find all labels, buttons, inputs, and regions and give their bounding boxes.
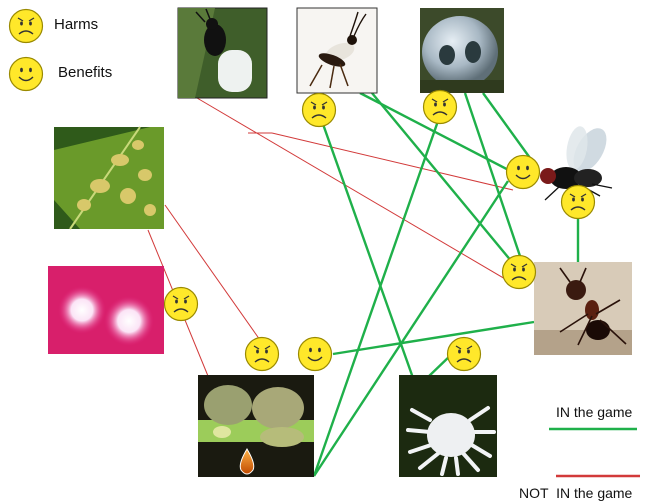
link-red <box>272 133 513 190</box>
harm-face-icon <box>503 256 536 289</box>
legend-benefits-label: Benefits <box>58 64 112 81</box>
benefit-face-icon <box>507 156 540 189</box>
link-red <box>197 98 512 283</box>
legend-harm-face-icon <box>10 10 43 43</box>
harm-face-icon <box>448 338 481 371</box>
harm-face-icon <box>246 338 279 371</box>
link-green <box>483 93 530 158</box>
aphids-image <box>198 375 314 477</box>
legend-harms-label: Harms <box>54 16 98 33</box>
interaction-faces <box>165 91 595 371</box>
fungal-spores-image <box>48 266 164 354</box>
ant-image <box>534 262 632 355</box>
leaf-rust-image <box>54 127 164 229</box>
benefit-face-icon <box>299 338 332 371</box>
harm-face-icon <box>424 91 457 124</box>
legend-not-in-game-label: NOT IN the game <box>519 485 632 501</box>
mealybug-image <box>399 375 497 477</box>
fungus-infected-aphid-image <box>420 8 504 93</box>
legend-in-game-label: IN the game <box>556 404 632 420</box>
harm-face-icon <box>562 186 595 219</box>
legend-benefit-face-icon <box>10 58 43 91</box>
parasitic-wasp-image <box>178 8 267 98</box>
braconid-wasp-image <box>297 8 377 93</box>
harm-face-icon <box>165 288 198 321</box>
harm-face-icon <box>303 94 336 127</box>
